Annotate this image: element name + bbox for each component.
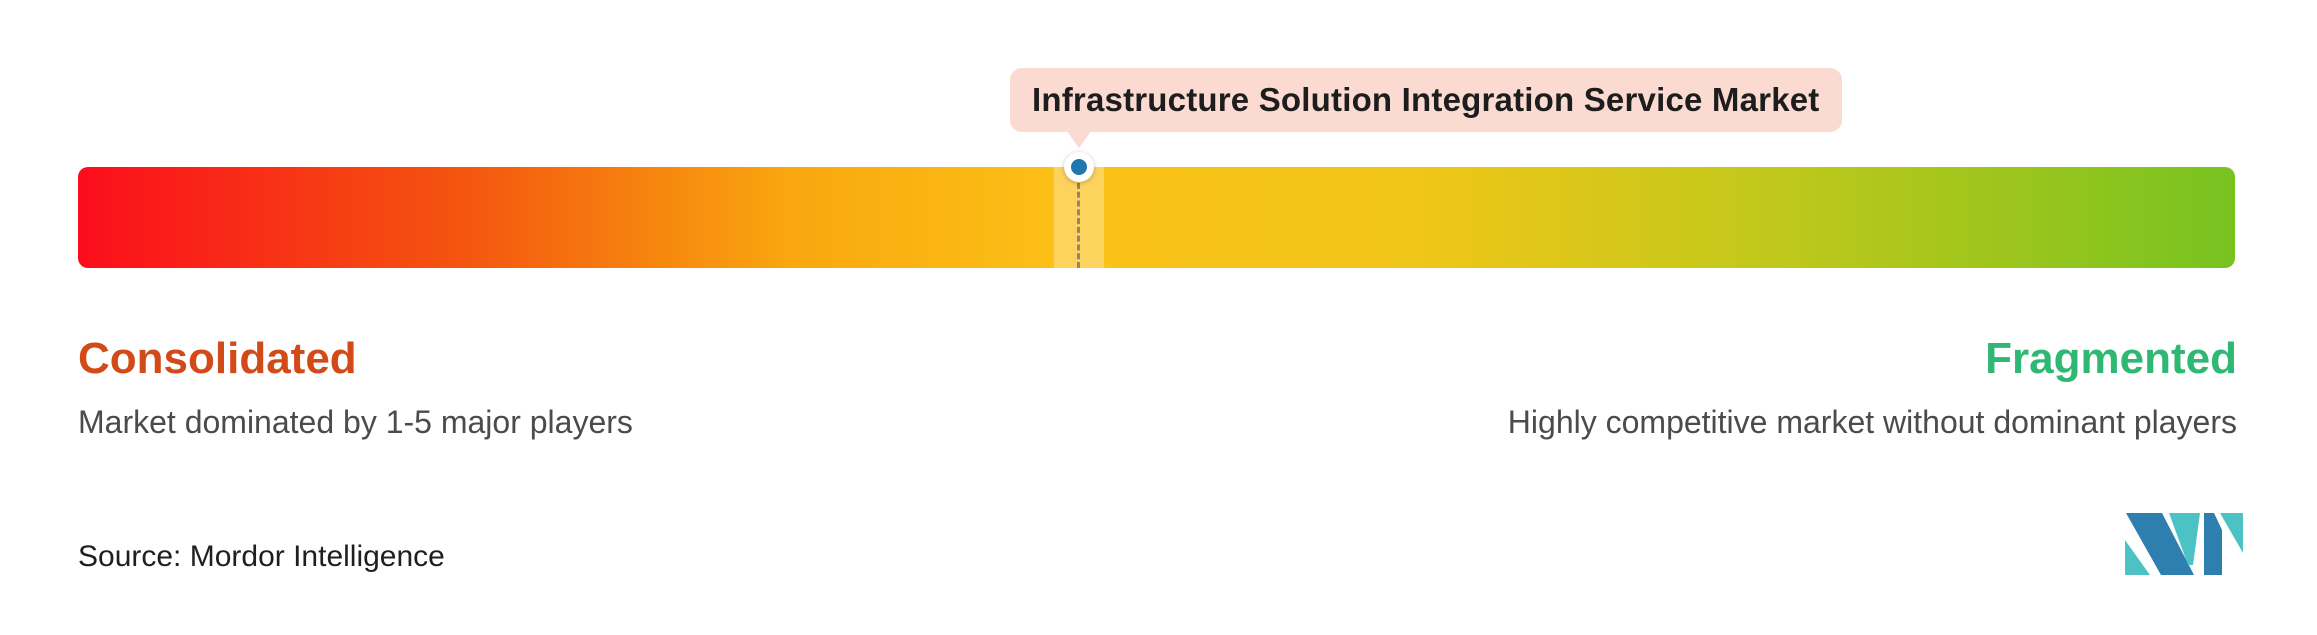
marker-dashed-line [1077,183,1081,268]
fragmented-title: Fragmented [1985,334,2237,383]
source-attribution: Source: Mordor Intelligence [78,540,445,573]
logo-teal-middle [2169,513,2200,565]
market-callout: Infrastructure Solution Integration Serv… [1010,68,1842,148]
concentration-gradient-bar [78,167,2235,268]
market-position-marker [1063,152,1094,182]
logo-blue-left-band [2126,513,2194,575]
logo-blue-right-bar [2204,513,2222,575]
mordor-intelligence-logo [2125,513,2243,575]
marker-dot [1070,159,1087,175]
logo-teal-bottom-left [2125,540,2150,575]
fragmented-description: Highly competitive market without domina… [1507,404,2237,440]
logo-teal-top-right [2220,513,2243,553]
consolidated-title: Consolidated [78,334,357,383]
callout-tail-pointer [1065,130,1092,148]
market-callout-label: Infrastructure Solution Integration Serv… [1032,81,1820,118]
consolidated-description: Market dominated by 1-5 major players [78,404,633,440]
